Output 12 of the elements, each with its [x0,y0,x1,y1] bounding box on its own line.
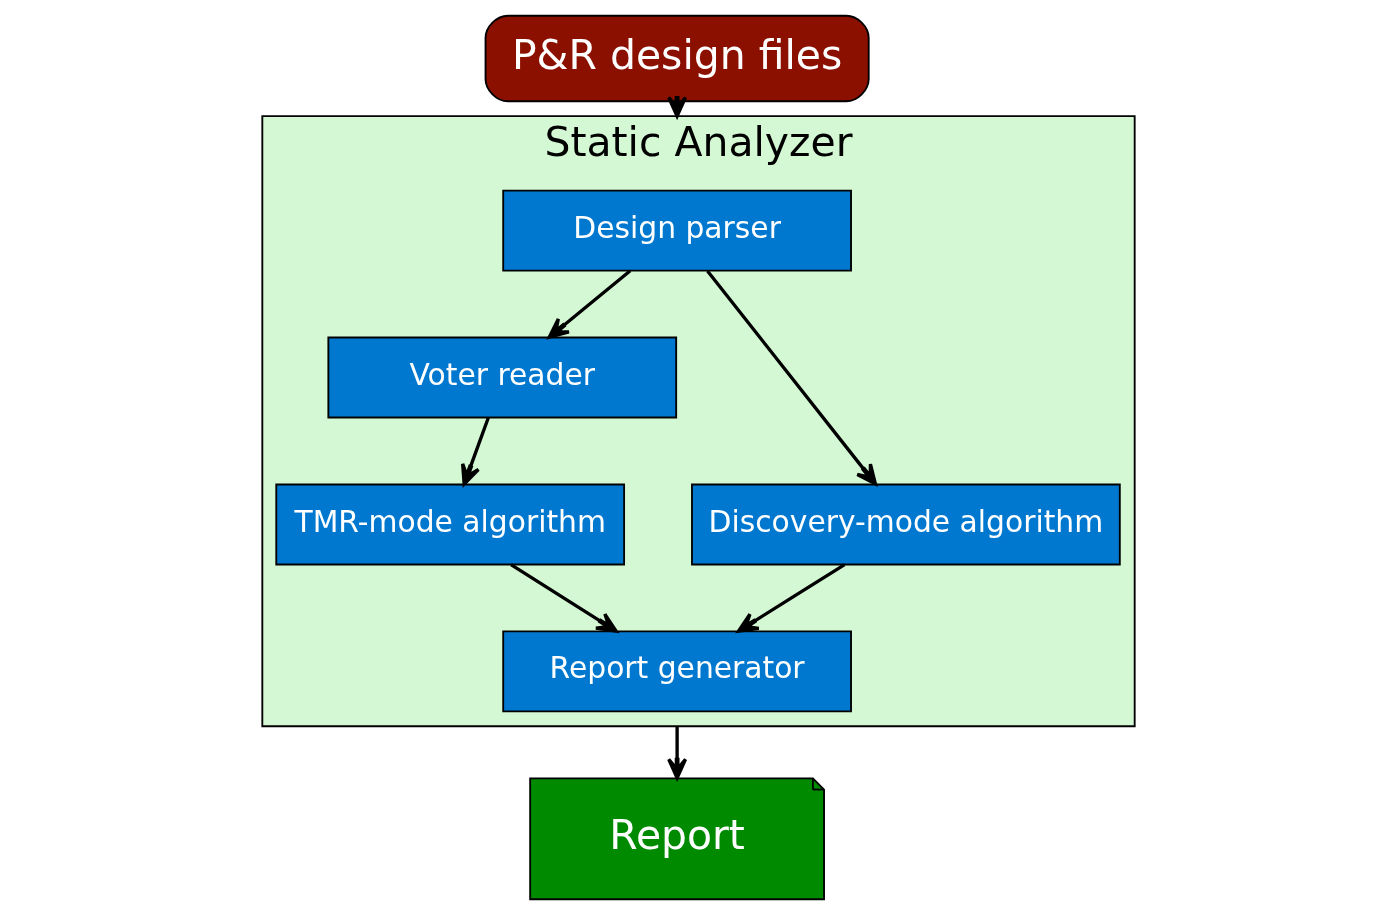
node-box: Report generator [501,630,852,713]
arrow [666,726,687,780]
arrow [736,563,845,633]
node-box: TMR-mode algorithm [274,483,625,566]
node-box: Voter reader [326,336,677,419]
arrow [705,269,877,486]
arrow [547,269,631,339]
arrow [666,95,687,118]
node-box: Design parser [501,189,852,272]
arrow [460,417,490,486]
arrow [509,563,618,633]
node-box: Discovery-mode algorithm [690,483,1121,566]
